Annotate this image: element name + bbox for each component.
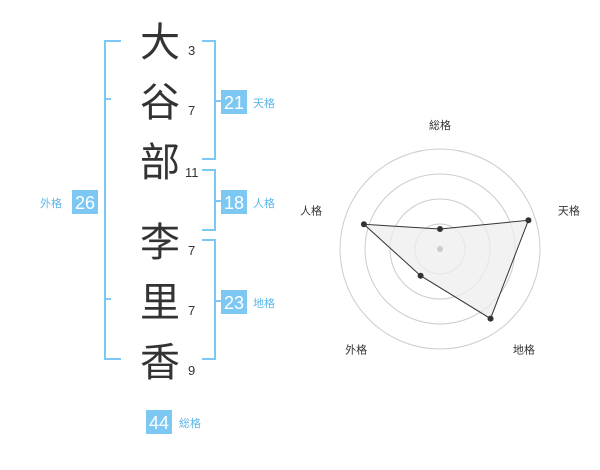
soukaku-value: 44 (149, 413, 169, 433)
name-char-1: 大 (140, 20, 180, 66)
stroke-count-5: 7 (188, 303, 195, 318)
gaikaku-value: 26 (75, 193, 95, 213)
chikaku-box-bg (221, 290, 247, 314)
stroke-count-6: 9 (188, 363, 195, 378)
radar-point-3 (487, 315, 494, 322)
radar-point-2 (525, 217, 532, 224)
gaikaku-box-bg (72, 190, 98, 214)
radar-center-dot (437, 246, 443, 252)
jinkaku-value: 18 (224, 193, 244, 213)
chikaku-label: 地格 (253, 296, 275, 310)
gaikaku-label: 外格 (40, 196, 62, 210)
name-char-3: 部 (140, 140, 180, 186)
radar-data-polygon (362, 219, 530, 320)
name-char-4: 李 (140, 220, 180, 266)
radar-point-1 (437, 226, 443, 232)
stroke-count-2: 7 (188, 103, 195, 118)
radar-axis-label-1: 総格 (429, 118, 451, 132)
chikaku-box: 23 地格 (221, 290, 275, 314)
stroke-count-3: 11 (185, 165, 199, 180)
tenkaku-box: 21 天格 (221, 90, 275, 114)
soukaku-box-bg (146, 410, 172, 434)
radar-axis-label-5: 人格 (300, 204, 322, 218)
tenkaku-value: 21 (224, 93, 244, 113)
radar-point-4 (417, 272, 424, 279)
stroke-count-4: 7 (188, 243, 195, 258)
chikaku-bracket (202, 239, 216, 360)
jinkaku-bracket (202, 169, 216, 231)
radar-point-5 (360, 221, 367, 228)
tenkaku-label: 天格 (253, 96, 275, 110)
radar-axis-label-4: 外格 (345, 342, 367, 356)
gaikaku-bracket (104, 40, 121, 360)
tenkaku-bracket (202, 40, 216, 160)
jinkaku-box-bg (221, 190, 247, 214)
bracket-group (104, 40, 222, 360)
stroke-count-1: 3 (188, 43, 195, 58)
name-char-5: 里 (140, 280, 180, 326)
chikaku-value: 23 (224, 293, 244, 313)
gaikaku-box: 外格 26 (40, 190, 98, 214)
tenkaku-box-bg (221, 90, 247, 114)
radar-grid-ring (339, 148, 541, 350)
jinkaku-label: 人格 (253, 196, 275, 210)
name-char-6: 香 (140, 340, 180, 386)
soukaku-box: 44 総格 (146, 410, 201, 434)
radar-axis-label-2: 天格 (558, 204, 580, 218)
soukaku-label: 総格 (179, 416, 201, 430)
name-char-2: 谷 (140, 80, 180, 126)
radar-axis-label-3: 地格 (513, 342, 535, 356)
jinkaku-box: 18 人格 (221, 190, 275, 214)
